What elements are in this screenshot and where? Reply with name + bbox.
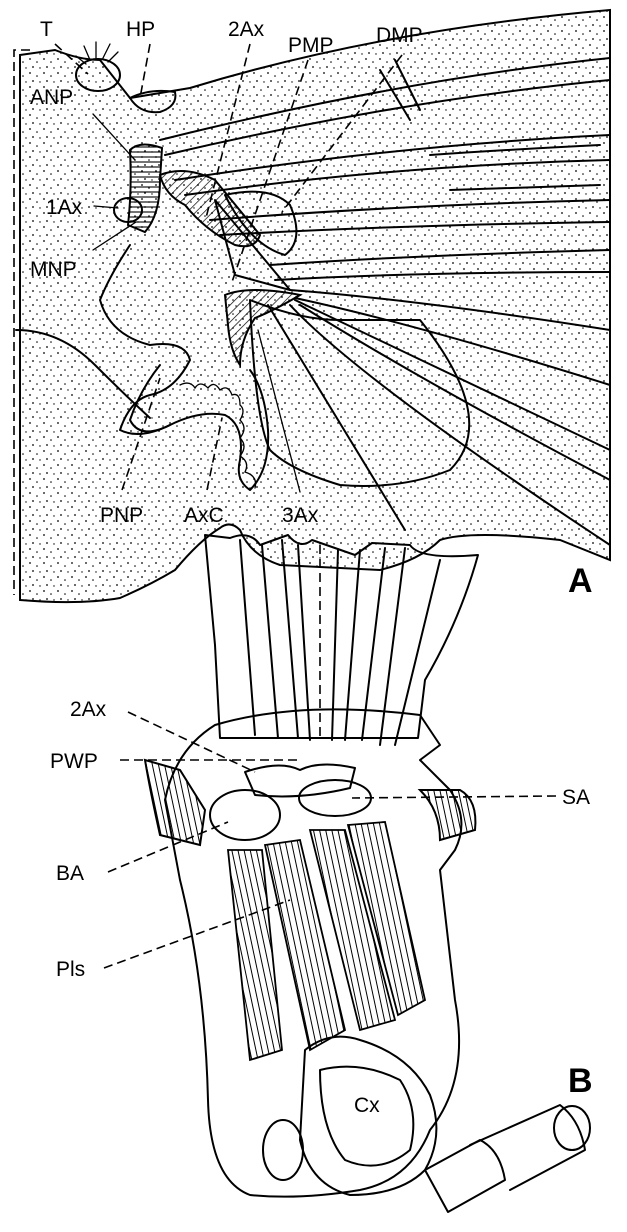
panel-a-letter: A [568, 562, 593, 600]
label-b-2ax: 2Ax [70, 698, 107, 721]
label-axc: AxC [184, 504, 224, 527]
label-pnp: PNP [100, 504, 143, 527]
label-mnp: MNP [30, 258, 77, 281]
panel-b-letter: B [568, 1062, 593, 1100]
label-sa: SA [562, 786, 590, 809]
leg-tube [470, 1105, 585, 1190]
label-1ax: 1Ax [46, 196, 83, 219]
label-ba: BA [56, 862, 84, 885]
label-anp: ANP [30, 86, 73, 109]
label-3ax: 3Ax [282, 504, 319, 527]
leader-hp [140, 44, 150, 98]
left-muscle-block [145, 760, 205, 845]
leg-segment [425, 1140, 505, 1212]
label-cx: Cx [354, 1094, 380, 1117]
label-pmp: PMP [288, 34, 334, 57]
subalar-sclerite [299, 780, 371, 816]
label-pls: Pls [56, 958, 85, 981]
label-dmp: DMP [376, 24, 423, 47]
leader-sa [352, 796, 556, 798]
label-t: T [40, 18, 53, 41]
basalar-sclerite [210, 790, 280, 840]
panel-b-labels: 2Ax PWP SA BA Pls Cx B [50, 698, 593, 1117]
label-pwp: PWP [50, 750, 98, 773]
label-2ax: 2Ax [228, 18, 265, 41]
coxal-socket [263, 1120, 303, 1180]
leg-tube-end [554, 1106, 590, 1150]
label-hp: HP [126, 18, 155, 41]
panel-b-drawing [104, 535, 590, 1212]
